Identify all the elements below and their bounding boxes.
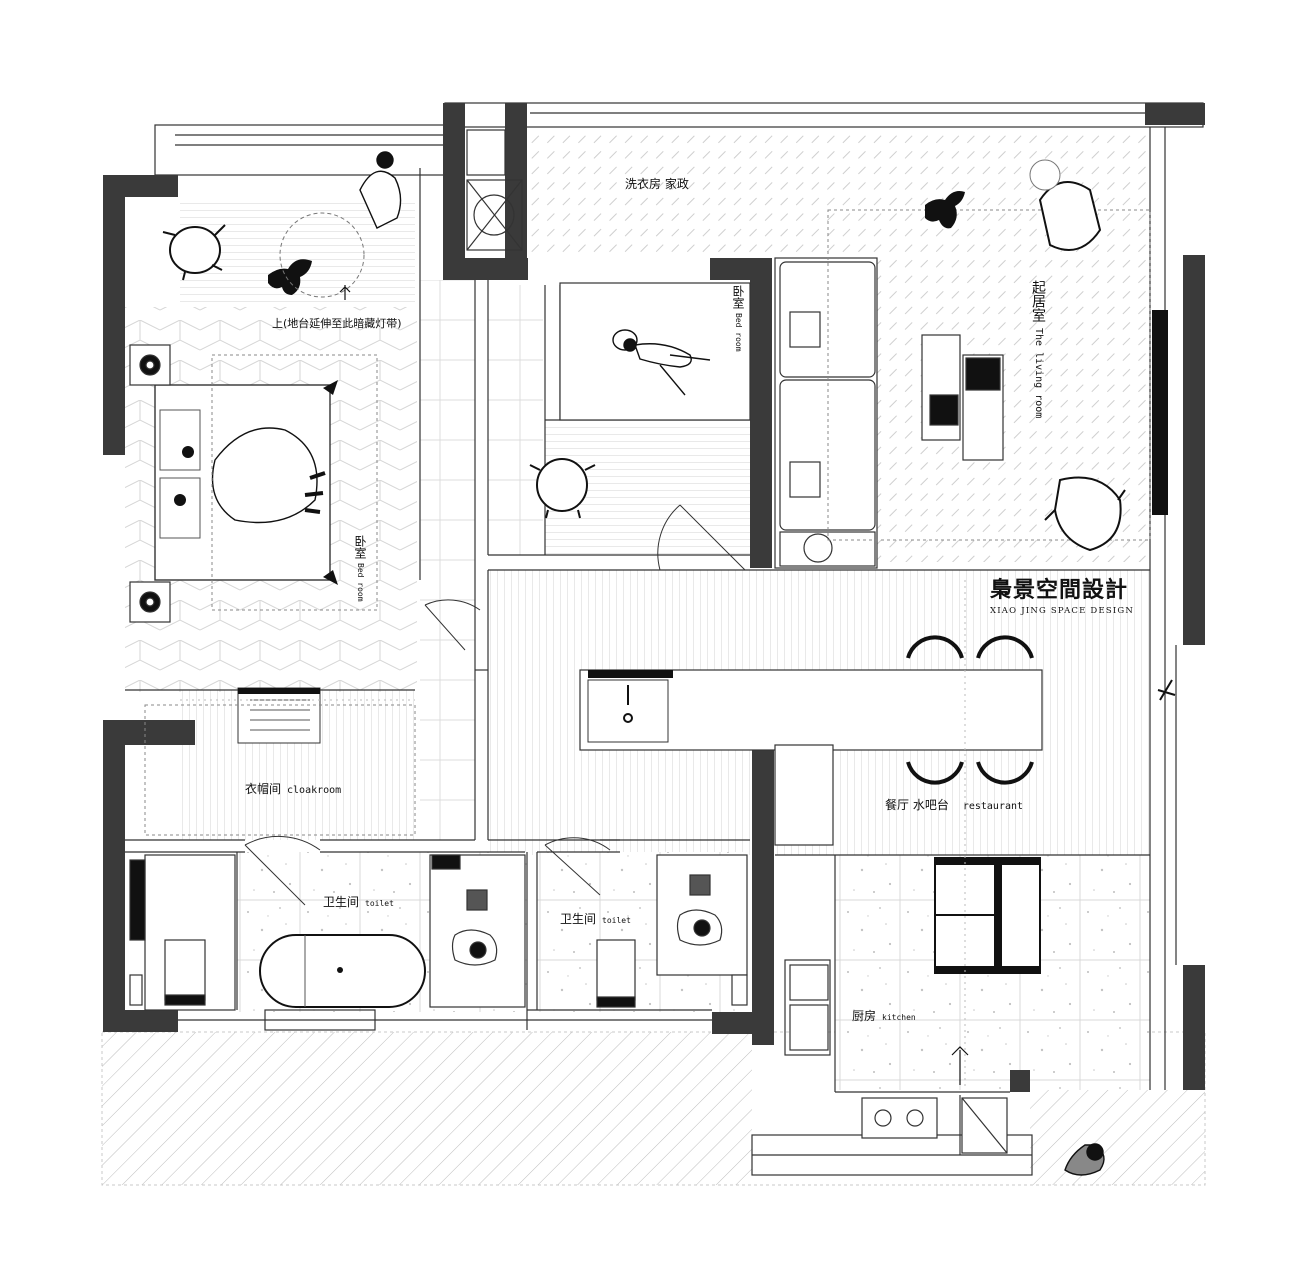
person-lying-icon: [612, 329, 711, 396]
person-standing-icon: [359, 151, 1105, 1176]
door-swing: [244, 504, 746, 906]
washing-machine: [466, 129, 523, 251]
dining-table: [934, 857, 1041, 974]
laundry-floor: [527, 127, 1147, 257]
bar-stool: [906, 635, 1034, 785]
dog-icon: [268, 259, 312, 295]
main-bedroom-label: 卧室Bed room: [353, 535, 367, 602]
brand-name: 梟景空間設計: [990, 577, 1129, 603]
platform-note: 上(地台延伸至此暗藏灯带): [272, 317, 402, 330]
corridor-floor: [420, 280, 475, 840]
sofa: [774, 257, 878, 569]
terrace-south: [102, 1032, 752, 1185]
coffee-table: [921, 334, 1004, 461]
second-bedroom-label: 卧室Bed room: [731, 285, 745, 352]
living-label: 起居室The living room: [1030, 280, 1046, 419]
chair-bedroom2: [529, 458, 596, 519]
armchair-bedroom: [162, 224, 226, 281]
terrace-southeast: [1030, 1090, 1205, 1185]
armchair-living: [1038, 181, 1126, 552]
dog-icon: [925, 191, 965, 229]
brand-logo: 梟景空間設計 XIAO JING SPACE DESIGN: [990, 572, 1150, 616]
brand-subtitle: XIAO JING SPACE DESIGN: [990, 606, 1135, 616]
side-table: [129, 344, 171, 623]
second-bedroom-corridor: [488, 285, 543, 555]
laundry-label: 洗衣房 家政: [625, 177, 689, 191]
